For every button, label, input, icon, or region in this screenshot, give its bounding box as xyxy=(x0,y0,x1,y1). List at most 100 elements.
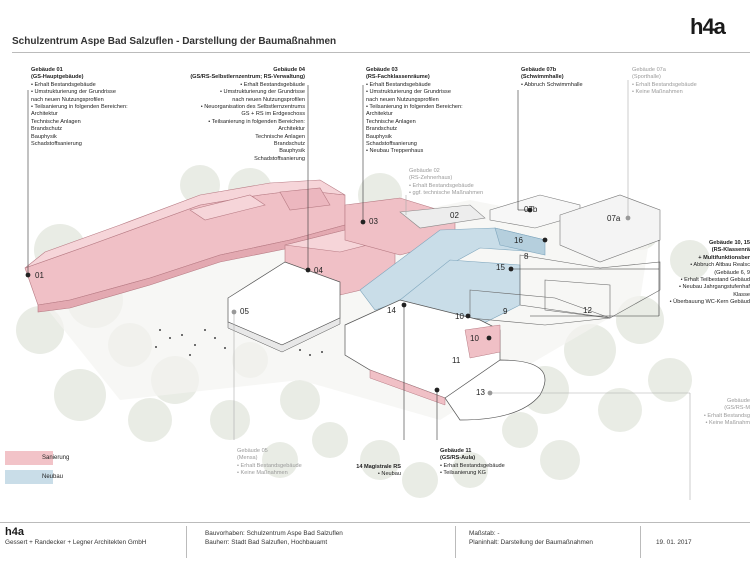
annotation-line: (Gebäude 6, 9 xyxy=(714,269,750,276)
header-divider xyxy=(12,52,750,53)
annotation-line: Schadstoffsanierung xyxy=(31,141,82,148)
label-04: 04 xyxy=(314,266,323,275)
label-9: 9 xyxy=(503,307,508,316)
annotation-gebaeude-04: Gebäude 04 (GS/RS-Selbstlernzentrum; RS-… xyxy=(165,67,305,163)
annotation-subtitle: (Schwimmhalle) xyxy=(521,74,564,81)
annotation-line: • Erhalt Bestandsgebäude xyxy=(366,81,431,88)
annotation-line: • Teilsanierung in folgenden Bereichen: xyxy=(208,118,305,125)
annotation-line: • Erhalt Bestandsgebäude xyxy=(240,81,305,88)
annotation-line: • Abbruch Schwimmhalle xyxy=(521,81,583,88)
label-14: 14 xyxy=(387,306,396,315)
annotation-line: Technische Anlagen xyxy=(366,118,416,125)
annotation-gebaeude-03: Gebäude 03 (RS-Fachklassenräume) • Erhal… xyxy=(366,67,463,156)
annotation-subtitle: (Sporthalle) xyxy=(632,74,661,81)
annotation-line: • Erhalt Bestandsgebäude xyxy=(632,81,697,88)
footer-date: 19. 01. 2017 xyxy=(656,539,692,546)
building-07a xyxy=(559,194,661,263)
label-01: 01 xyxy=(35,271,44,280)
annotation-line: • Umstrukturierung der Grundrisse xyxy=(366,89,451,96)
annotation-line: • Keine Maßnahm xyxy=(705,420,750,427)
annotation-line: Brandschutz xyxy=(366,126,398,133)
annotation-line: • Neubau xyxy=(377,471,401,478)
footer-firm: Gessert + Randecker + Legner Architekten… xyxy=(5,539,147,546)
annotation-title: Gebäude xyxy=(726,398,750,404)
label-03: 03 xyxy=(369,217,378,226)
annotation-line: • Erhalt Teilbestand Gebäud xyxy=(680,277,750,284)
annotation-line: • Neuorganisation des Selbstlernzentrums xyxy=(200,104,305,111)
annotation-line: nach neuen Nutzungsprofilen xyxy=(366,96,439,103)
building-01 xyxy=(24,179,346,313)
annotation-line: Schadstoffsanierung xyxy=(254,155,305,162)
annotation-subtitle: (GS/RS-Selbstlernzentrum; RS-Verwaltung) xyxy=(190,74,305,81)
annotation-magistrale-14: 14 Magistrale RS • Neubau xyxy=(330,464,401,479)
annotation-gebaeude-11: Gebäude 11 (GS/RS-Aula) • Erhalt Bestand… xyxy=(440,448,505,478)
annotation-subtitle: (GS/RS-Aula) xyxy=(440,455,476,462)
label-11: 11 xyxy=(452,356,461,365)
annotation-gebaeude-01: Gebäude 01 (GS-Hauptgebäude) • Erhalt Be… xyxy=(31,67,128,148)
building-02 xyxy=(399,204,486,229)
buildings-8-9-12 xyxy=(469,254,661,326)
annotation-title: Gebäude 04 xyxy=(273,67,305,73)
annotation-subtitle: (GS-Hauptgebäude) xyxy=(31,74,84,81)
footer-separator xyxy=(186,526,187,558)
footer-separator xyxy=(455,526,456,558)
label-12: 12 xyxy=(583,306,592,315)
annotation-line: • Keine Maßnahmen xyxy=(632,89,683,96)
annotation-title: Gebäude 11 xyxy=(440,448,472,454)
annotation-line: Technische Anlagen xyxy=(255,133,305,140)
annotation-title: Gebäude 02 xyxy=(409,168,440,174)
building-markers xyxy=(25,207,548,393)
annotation-line: Architektur xyxy=(366,111,393,118)
annotation-line: • ggf. technische Maßnahmen xyxy=(409,190,484,197)
annotation-line: GS + RS im Erdgeschoss xyxy=(241,111,305,118)
annotation-line: Klasse xyxy=(733,291,750,298)
annotation-gebaeude-02: Gebäude 02 (RS-Zehnerhaus) • Erhalt Best… xyxy=(409,168,483,198)
annotation-title: 14 Magistrale RS xyxy=(356,464,401,470)
annotation-title: Gebäude 01 xyxy=(31,67,63,73)
footer-logo: h4a xyxy=(5,526,24,538)
annotation-line: • Erhalt Bestandsgebäude xyxy=(409,182,474,189)
annotation-subtitle: (RS-Zehnerhaus) xyxy=(409,175,453,182)
annotation-line: nach neuen Nutzungsprofilen xyxy=(31,96,104,103)
h4a-logo: h4a xyxy=(690,14,726,39)
legend-swatch-neubau xyxy=(5,470,53,484)
annotation-line: Architektur xyxy=(31,111,58,118)
footer-bauherr: Bauherr: Stadt Bad Salzuflen, Hochbauamt xyxy=(205,539,328,546)
annotation-line: • Umstrukturierung der Grundrisse xyxy=(31,89,116,96)
label-8: 8 xyxy=(524,252,529,261)
annotation-gebaeude-07a: Gebäude 07a (Sporthalle) • Erhalt Bestan… xyxy=(632,67,697,97)
label-10a: 10 xyxy=(455,312,464,321)
label-07b: 07b xyxy=(524,205,538,214)
legend-swatch-sanierung xyxy=(5,451,53,465)
footer-massstab: Maßstab: - xyxy=(469,530,500,537)
annotation-line: Bauphysik xyxy=(279,148,305,155)
annotation-line: nach neuen Nutzungsprofilen xyxy=(232,96,305,103)
annotation-gebaeude-10-15: Gebäude 10, 15 (RS-Klassenrä + Multifunk… xyxy=(640,240,750,307)
annotation-line: Brandschutz xyxy=(31,126,63,133)
page-title: Schulzentrum Aspe Bad Salzuflen - Darste… xyxy=(12,36,337,47)
annotation-line: • Teilsanierung KG xyxy=(440,470,487,477)
annotation-line: Bauphysik xyxy=(366,133,392,140)
annotation-title: Gebäude 07b xyxy=(521,67,557,73)
legend-label-sanierung: Sanierung xyxy=(42,455,70,461)
building-13 xyxy=(444,359,546,421)
legend-label-neubau: Neubau xyxy=(42,474,64,480)
annotation-gebaeude-13: Gebäude (GS/RS-M • Erhalt Bestandsg • Ke… xyxy=(690,398,750,428)
annotation-line: • Keine Maßnahmen xyxy=(237,470,288,477)
label-05: 05 xyxy=(240,307,249,316)
annotation-line: Schadstoffsanierung xyxy=(366,141,417,148)
label-07a: 07a xyxy=(607,214,621,223)
annotation-line: Technische Anlagen xyxy=(31,118,81,125)
annotation-subtitle: (RS-Klassenrä xyxy=(711,247,750,254)
label-13: 13 xyxy=(476,388,485,397)
annotation-title: Gebäude 07a xyxy=(632,67,666,73)
annotation-subtitle-2: + Multifunktionsber xyxy=(698,254,750,261)
annotation-title: Gebäude 10, 15 xyxy=(708,240,750,246)
annotation-gebaeude-07b: Gebäude 07b (Schwimmhalle) • Abbruch Sch… xyxy=(521,67,583,89)
annotation-line: • Neubau Treppenhaus xyxy=(366,148,424,155)
annotation-title: Gebäude 03 xyxy=(366,67,398,73)
footer-bauvorhaben: Bauvorhaben: Schulzentrum Aspe Bad Salzu… xyxy=(205,530,343,537)
people xyxy=(155,329,323,356)
footer-planinhalt: Planinhalt: Darstellung der Baumaßnahmen xyxy=(469,539,593,546)
